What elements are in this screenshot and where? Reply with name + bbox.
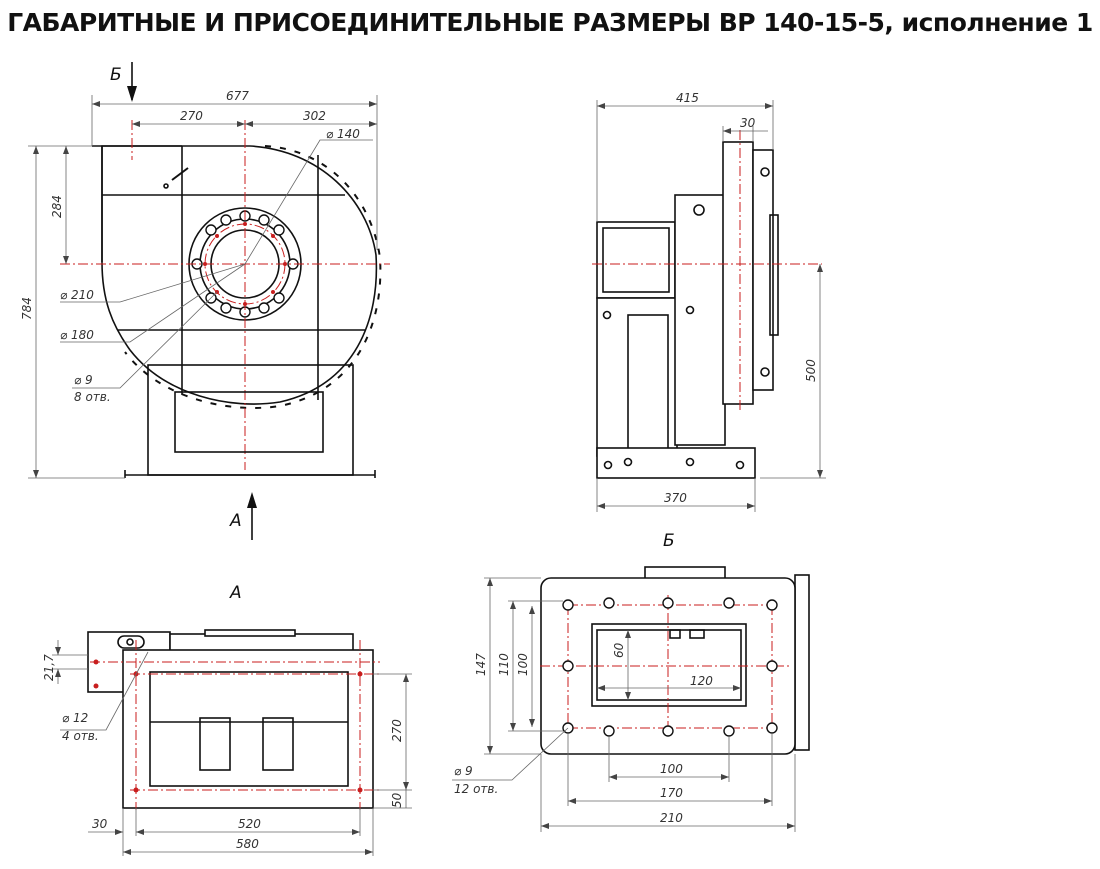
- dim-170: 170: [660, 786, 683, 800]
- view-b-arrow-label: Б: [110, 65, 122, 85]
- dia-210: ⌀ 210: [60, 288, 94, 302]
- view-a: А 21,7 ⌀ 12 4 отв. 270: [42, 583, 412, 856]
- dia-9-b: ⌀ 9: [454, 764, 473, 778]
- side-view: 415 30 500 370: [592, 91, 826, 512]
- housing-tab: [171, 167, 189, 181]
- flange-plate: [722, 141, 754, 405]
- view-a-arrowhead: [247, 492, 257, 508]
- dia-140: ⌀ 140: [326, 127, 360, 141]
- dim-284: 284: [50, 195, 64, 218]
- dim-210: 210: [660, 811, 683, 825]
- housing-side: [674, 194, 726, 446]
- dim-30a: 30: [92, 817, 108, 831]
- dim-302: 302: [303, 109, 326, 123]
- support-leg: [596, 297, 678, 457]
- base-frame: [122, 649, 374, 809]
- flange-bolts: [191, 210, 299, 318]
- dim-370: 370: [664, 491, 687, 505]
- dim-677: 677: [226, 89, 249, 103]
- volute-dashes: [124, 145, 382, 409]
- dia-180: ⌀ 180: [60, 328, 94, 342]
- dim-21-7: 21,7: [42, 654, 56, 681]
- dim-415: 415: [676, 91, 699, 105]
- motor-body: [596, 221, 676, 299]
- dim-100h: 100: [660, 762, 683, 776]
- side-base: [596, 447, 756, 479]
- dim-520: 520: [238, 817, 261, 831]
- dim-50: 50: [390, 792, 404, 808]
- dim-270a: 270: [390, 719, 404, 742]
- dim-270: 270: [180, 109, 203, 123]
- view-a-arrow-label: А: [229, 511, 242, 531]
- view-b-holes: [562, 597, 778, 737]
- dim-60: 60: [612, 642, 626, 658]
- housing-side-b: [794, 574, 810, 751]
- dim-500: 500: [804, 359, 818, 382]
- dia-9: ⌀ 9: [74, 373, 93, 387]
- dia-12: ⌀ 12: [62, 711, 88, 725]
- dim-120: 120: [690, 674, 713, 688]
- page-title: ГАБАРИТНЫЕ И ПРИСОЕДИНИТЕЛЬНЫЕ РАЗМЕРЫ В…: [7, 8, 1093, 37]
- view-b: Б 147 110 100 60: [452, 531, 810, 832]
- support-opening: [174, 391, 324, 453]
- dim-147: 147: [474, 653, 488, 676]
- holes-4: 4 отв.: [62, 729, 99, 743]
- housing-outer: [752, 149, 774, 391]
- housing-bolt: [163, 183, 169, 189]
- front-view: Б: [20, 62, 390, 540]
- dim-30: 30: [740, 116, 756, 130]
- base-opening: [149, 671, 349, 787]
- dim-784: 784: [20, 297, 34, 320]
- dim-110: 110: [497, 653, 511, 676]
- view-b-arrowhead: [127, 86, 137, 102]
- holes-8: 8 отв.: [74, 390, 111, 404]
- outlet-opening: [591, 623, 747, 707]
- dim-100v: 100: [516, 653, 530, 676]
- view-b-title: Б: [663, 531, 675, 551]
- holes-12: 12 отв.: [454, 782, 498, 796]
- dim-580: 580: [236, 837, 259, 851]
- side-base-holes: [602, 305, 745, 470]
- view-a-title: А: [229, 583, 242, 603]
